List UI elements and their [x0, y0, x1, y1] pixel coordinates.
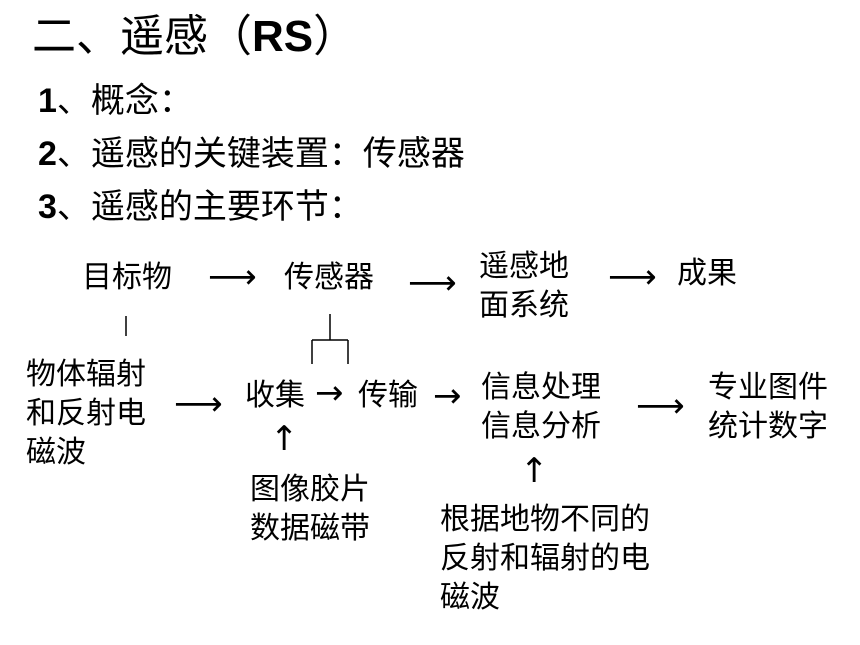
- item-text: 、遥感的主要环节：: [56, 187, 363, 227]
- processing-line-1: 信息处理: [481, 370, 601, 405]
- waves-line-1: 根据地物不同的: [440, 502, 650, 537]
- radiation-line-1: 物体辐射: [26, 357, 146, 392]
- title-rs: RS: [252, 12, 314, 61]
- node-media: 图像胶片 数据磁带: [250, 470, 370, 548]
- media-line-2: 数据磁带: [250, 511, 370, 546]
- waves-line-2: 反射和辐射的电: [440, 541, 650, 576]
- node-sensor: 传感器: [284, 260, 374, 295]
- node-products: 专业图件 统计数字: [708, 368, 828, 446]
- waves-line-3: 磁波: [440, 580, 500, 615]
- arrow-ground-result: ⟶: [608, 257, 657, 297]
- node-target: 目标物: [82, 260, 172, 295]
- arrow-waves-processing: ↑: [520, 451, 549, 491]
- radiation-line-2: 和反射电: [26, 396, 146, 431]
- arrow-transmit-processing: →: [433, 376, 462, 416]
- item-number: 3: [38, 188, 57, 226]
- node-processing: 信息处理 信息分析: [481, 368, 601, 446]
- node-em-waves: 根据地物不同的 反射和辐射的电 磁波: [440, 500, 650, 617]
- page-title: 二、遥感（RS）: [32, 8, 357, 66]
- arrow-target-sensor: ⟶: [208, 257, 257, 297]
- arrow-media-collect: ↑: [270, 419, 299, 459]
- ground-line-1: 遥感地: [479, 249, 569, 284]
- media-line-1: 图像胶片: [250, 472, 370, 507]
- products-line-2: 统计数字: [708, 409, 828, 444]
- item-key-device: 2、遥感的关键装置：传感器: [38, 131, 465, 177]
- arrow-collect-transmit: →: [315, 373, 344, 413]
- processing-line-2: 信息分析: [481, 409, 601, 444]
- products-line-1: 专业图件: [708, 370, 828, 405]
- item-concept: 1、概念：: [38, 78, 193, 124]
- radiation-line-3: 磁波: [26, 435, 86, 470]
- node-radiation: 物体辐射 和反射电 磁波: [26, 355, 146, 472]
- title-text: 二、遥感（: [32, 11, 252, 62]
- item-text: 、遥感的关键装置：传感器: [56, 134, 465, 174]
- item-main-steps: 3、遥感的主要环节：: [38, 184, 363, 230]
- item-number: 1: [38, 82, 57, 120]
- node-collect: 收集: [245, 378, 305, 413]
- title-close: ）: [313, 11, 358, 62]
- node-transmit: 传输: [358, 378, 418, 413]
- arrow-processing-products: ⟶: [636, 386, 685, 426]
- item-number: 2: [38, 135, 57, 173]
- ground-line-2: 面系统: [479, 288, 569, 323]
- arrow-sensor-ground: ⟶: [408, 263, 457, 303]
- node-result: 成果: [677, 256, 737, 291]
- node-ground-system: 遥感地 面系统: [479, 247, 569, 325]
- arrow-radiation-collect: ⟶: [174, 384, 223, 424]
- item-text: 、概念：: [56, 81, 193, 121]
